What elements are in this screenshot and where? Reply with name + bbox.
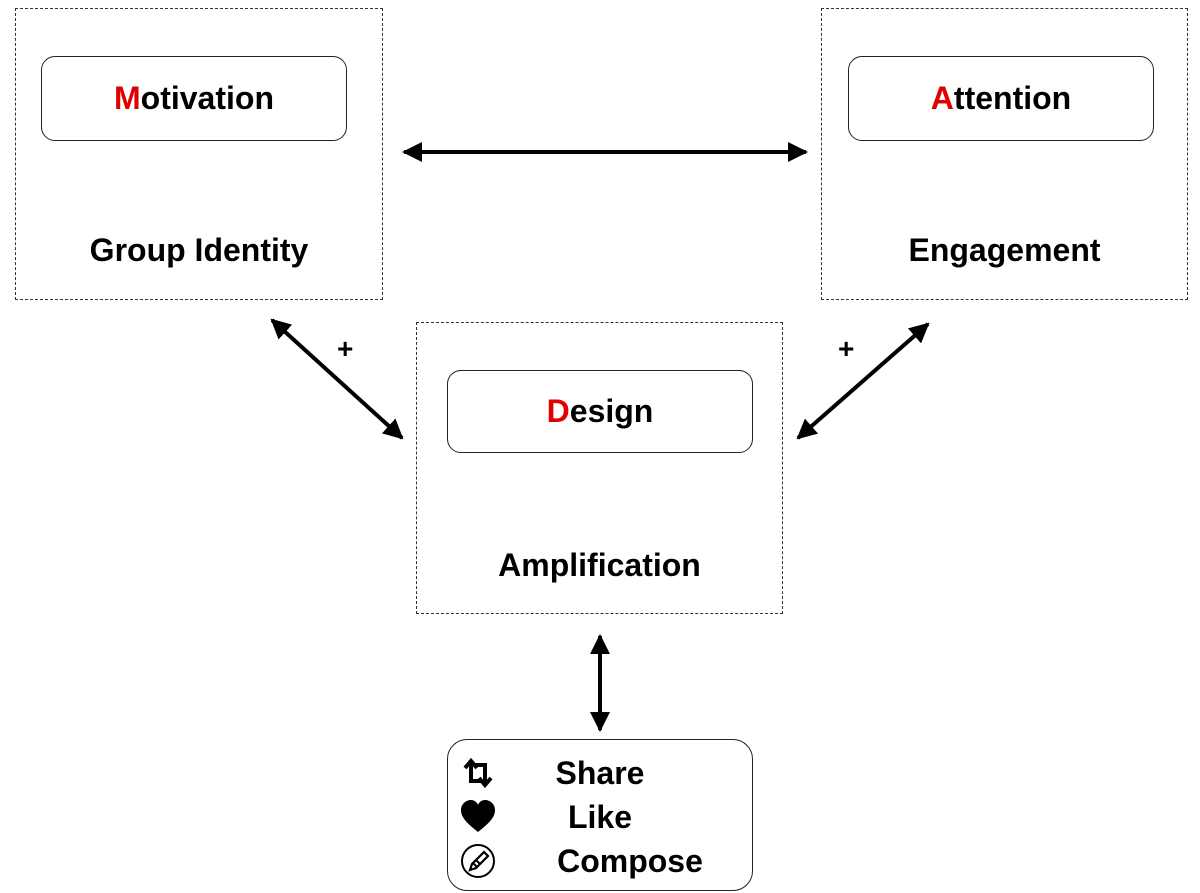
action-share: Share <box>448 753 752 793</box>
engagement-label: Engagement <box>908 232 1101 268</box>
motivation-label-rest: otivation <box>140 80 274 116</box>
design-label-rest: esign <box>569 393 654 429</box>
design-initial: D <box>546 393 570 429</box>
group-identity-label: Group Identity <box>89 232 309 268</box>
amplification-label: Amplification <box>498 547 701 583</box>
motivation-group <box>15 8 383 300</box>
attention-label-rest: ttention <box>953 80 1072 116</box>
actions-box: Share Like Compose <box>447 739 753 891</box>
arrow-attention-design <box>796 322 930 440</box>
like-label: Like <box>567 799 633 835</box>
design-group <box>416 322 783 614</box>
heart-icon <box>460 799 496 835</box>
compose-icon <box>460 843 496 879</box>
action-like: Like <box>448 797 752 837</box>
compose-label: Compose <box>557 843 703 879</box>
plus-sign-right: + <box>838 333 855 364</box>
share-label: Share <box>555 755 645 791</box>
motivation-initial: M <box>114 80 141 116</box>
plus-sign-left: + <box>337 333 354 364</box>
attention-group <box>821 8 1188 300</box>
action-compose: Compose <box>448 841 752 881</box>
arrow-motivation-design <box>270 318 404 440</box>
retweet-icon <box>460 755 496 791</box>
attention-initial: A <box>930 80 954 116</box>
